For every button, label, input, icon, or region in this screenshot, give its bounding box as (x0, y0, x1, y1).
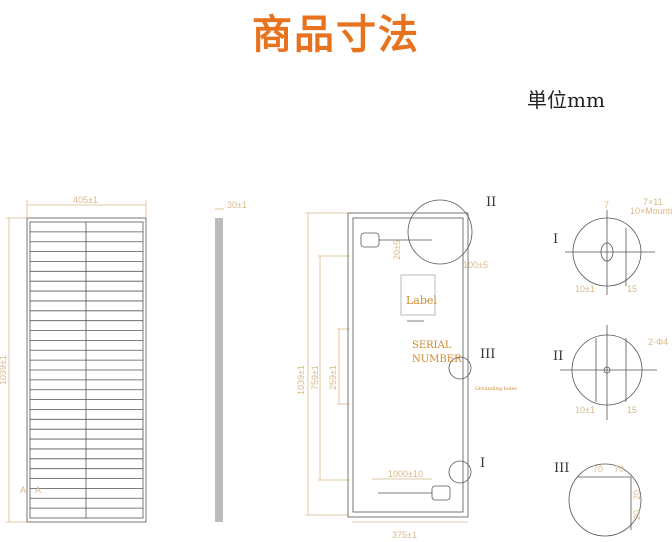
front-height-dim: 1039±1 (0, 355, 8, 385)
cable-length-dim: 1000±10 (388, 469, 423, 479)
detail-1-holes: 10×Mounting holes (630, 206, 672, 216)
detail-3-a: 70 (593, 464, 603, 474)
label-box: Label (406, 294, 437, 307)
page-title: 商品寸法 (252, 12, 420, 58)
side-thickness-dim: 30±1 (227, 200, 247, 210)
unit-label: 単位mm (527, 88, 605, 112)
serial-text-2: NUMBER (412, 354, 462, 365)
callout-2: II (486, 195, 496, 210)
mount-inner-dim: 259±1 (328, 365, 338, 390)
front-width-dim: 405±1 (73, 195, 98, 205)
edge-offset-dim: 100±5 (463, 260, 488, 270)
section-mark-2: A (35, 485, 41, 495)
detail-3-b: 70 (614, 464, 624, 474)
detail-3-d: 20 (632, 510, 642, 520)
detail-3-label: III (554, 461, 569, 476)
detail-2-offset: 10±1 (575, 405, 595, 415)
callout-1: I (480, 456, 485, 471)
section-mark: A (20, 485, 26, 495)
junction-offset-dim: 20±5 (392, 240, 402, 260)
detail-1-offset: 10±1 (575, 284, 595, 294)
back-width-dim: 375±1 (392, 530, 417, 540)
detail-2-label: II (553, 349, 563, 364)
detail-2-hole: 2-Φ4 (648, 337, 668, 347)
back-view (347, 199, 473, 518)
detail-1-edge: 15 (627, 284, 637, 294)
detail-1-slot-width: 7 (604, 200, 609, 210)
detail-3-c: 20 (632, 490, 642, 500)
detail-1-spec: 7×11 (643, 197, 663, 207)
serial-text-1: SERIAL (412, 340, 452, 351)
detail-2-edge: 15 (627, 405, 637, 415)
mount-outer-dim: 759±1 (310, 365, 320, 390)
callout-3: III (480, 347, 495, 362)
grounding-holes-label: Grounding holes (475, 386, 517, 392)
detail-drawings (560, 210, 657, 537)
side-view (215, 218, 223, 522)
back-height-dim: 1039±1 (296, 365, 306, 395)
front-view (26, 217, 147, 523)
detail-1-label: I (553, 232, 558, 247)
